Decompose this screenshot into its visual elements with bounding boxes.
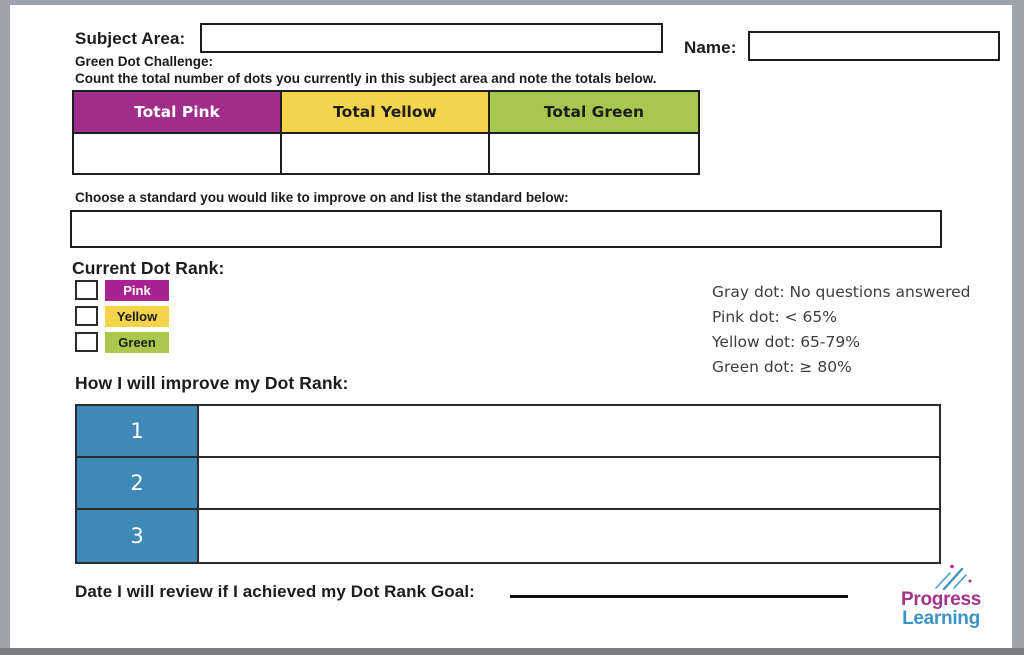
- improve-row-3-input[interactable]: [199, 510, 939, 562]
- legend-gray-line: Gray dot: No questions answered: [712, 283, 971, 301]
- subject-area-label: Subject Area:: [75, 29, 186, 48]
- date-review-prompt: Date I will review if I achieved my Dot …: [75, 582, 475, 601]
- legend-green-line: Green dot: ≥ 80%: [712, 358, 852, 376]
- pink-checkbox[interactable]: [75, 280, 98, 300]
- improve-heading: How I will improve my Dot Rank:: [75, 373, 349, 393]
- total-pink-value-cell[interactable]: [74, 132, 282, 173]
- green-chip-label: Green: [105, 331, 169, 353]
- shooting-star-icon: [935, 564, 972, 590]
- dot-legend: Gray dot: No questions answered Pink dot…: [712, 280, 971, 380]
- subject-area-input[interactable]: [200, 23, 663, 53]
- yellow-chip-label: Yellow: [105, 305, 169, 327]
- pink-chip-label: Pink: [105, 279, 169, 301]
- total-green-header: Total Green: [490, 92, 698, 132]
- logo-line-learning: Learning: [902, 608, 980, 629]
- current-dot-rank-label: Current Dot Rank:: [72, 258, 225, 278]
- date-blank-line[interactable]: [510, 579, 848, 598]
- improve-row-1-number: 1: [77, 406, 199, 458]
- legend-pink-line: Pink dot: < 65%: [712, 308, 837, 326]
- total-pink-header: Total Pink: [74, 92, 282, 132]
- frame-bottom-bar: [0, 648, 1024, 655]
- challenge-instruction: Count the total number of dots you curre…: [75, 71, 657, 86]
- rank-option-green: Green: [75, 331, 169, 353]
- total-yellow-value-cell[interactable]: [282, 132, 490, 173]
- name-input[interactable]: [748, 31, 1000, 61]
- totals-table: Total Pink Total Yellow Total Green: [72, 90, 700, 175]
- improve-table: 1 2 3: [75, 404, 941, 564]
- green-checkbox[interactable]: [75, 332, 98, 352]
- improve-row-2-input[interactable]: [199, 458, 939, 510]
- name-label: Name:: [684, 38, 737, 57]
- legend-yellow-line: Yellow dot: 65-79%: [712, 333, 860, 351]
- standard-input-box[interactable]: [70, 210, 942, 248]
- improve-row-3-number: 3: [77, 510, 199, 562]
- total-green-value-cell[interactable]: [490, 132, 698, 173]
- improve-row-1-input[interactable]: [199, 406, 939, 458]
- challenge-title: Green Dot Challenge:: [75, 54, 214, 69]
- improve-row-2-number: 2: [77, 458, 199, 510]
- total-yellow-header: Total Yellow: [282, 92, 490, 132]
- standard-prompt: Choose a standard you would like to impr…: [75, 190, 569, 205]
- rank-option-pink: Pink: [75, 279, 169, 301]
- progress-learning-logo: Progress Learning: [886, 564, 996, 628]
- rank-option-yellow: Yellow: [75, 305, 169, 327]
- logo-line-progress: Progress: [901, 589, 981, 610]
- yellow-checkbox[interactable]: [75, 306, 98, 326]
